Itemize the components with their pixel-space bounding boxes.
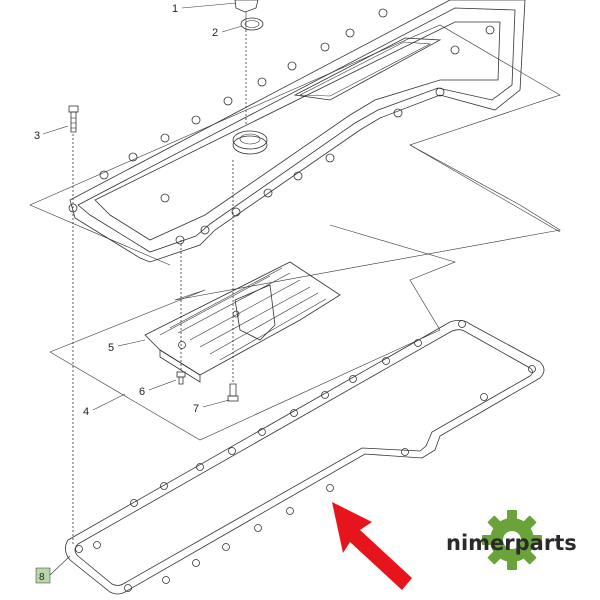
bolt-part [68, 105, 79, 133]
svg-text:7: 7 [193, 403, 199, 415]
o-ring-part [240, 17, 264, 31]
valve-cover-assembly [29, 0, 561, 301]
svg-text:1: 1 [172, 3, 178, 15]
callout-2: 2 [212, 25, 243, 39]
callout-5: 5 [108, 339, 146, 354]
cover-label-plate [293, 37, 442, 101]
screw-part-6 [176, 371, 186, 385]
assembly-lines [72, 30, 247, 545]
svg-text:8: 8 [39, 572, 45, 583]
screw-part-7 [227, 383, 239, 402]
baffle-panel-outline [49, 289, 206, 353]
callout-4: 4 [83, 393, 126, 418]
callouts: 1 2 3 4 5 6 7 8 [34, 2, 243, 584]
svg-text:3: 3 [34, 130, 40, 142]
oil-filler-neck [232, 130, 268, 150]
baffle-plate [144, 261, 341, 376]
baffle-fins [159, 267, 327, 361]
valve-cover [69, 0, 526, 263]
svg-text:6: 6 [139, 386, 145, 398]
callout-1: 1 [172, 2, 237, 15]
gasket-bolt-holes [75, 320, 536, 592]
callout-8: 8 [35, 555, 71, 584]
red-arrow-icon [332, 502, 412, 590]
brand-logo: nimerparts [446, 510, 577, 570]
callout-6: 6 [139, 379, 177, 398]
svg-text:4: 4 [83, 406, 89, 418]
svg-text:5: 5 [108, 342, 114, 354]
callout-3: 3 [34, 125, 69, 142]
gear-icon [482, 510, 542, 570]
svg-text:2: 2 [212, 27, 218, 39]
gasket-inner [74, 329, 533, 586]
cover-bolt-bosses [68, 8, 495, 245]
sensor-part [234, 0, 259, 30]
brand-text: nimerparts [446, 531, 577, 555]
baffle-assembly [49, 144, 561, 441]
callout-7: 7 [193, 399, 230, 415]
cover-panel-outline [29, 24, 561, 301]
